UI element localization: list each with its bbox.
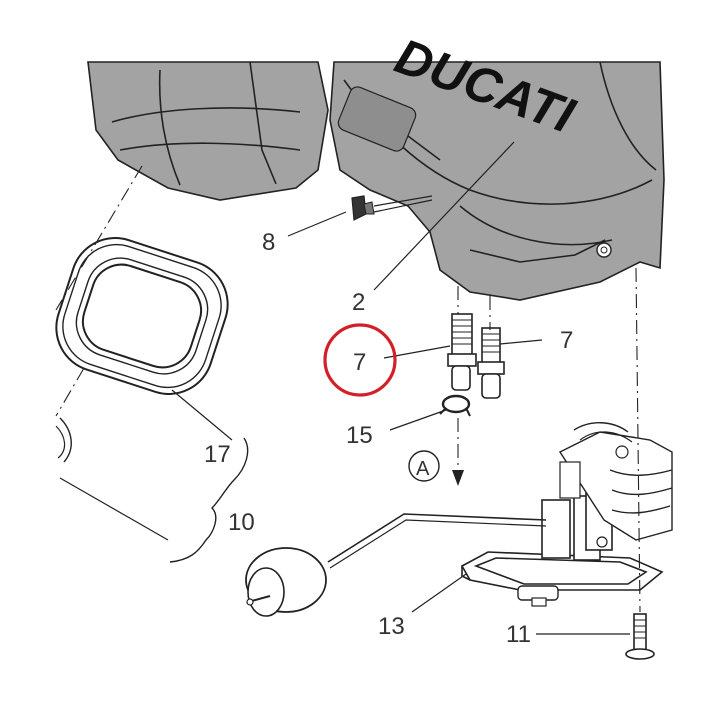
assembly-axes [55, 165, 641, 613]
hose-clamp-15 [439, 394, 471, 417]
bolt-11 [625, 613, 655, 660]
callout-7: 7 [560, 327, 573, 354]
fitting-7-right [477, 327, 505, 399]
callout-15: 15 [346, 422, 373, 449]
view-a-arrow [452, 470, 464, 486]
tank-left-half [87, 61, 329, 201]
fuel-pump-assembly [245, 422, 673, 617]
callout-8: 8 [262, 229, 275, 256]
callout-17: 17 [204, 441, 231, 468]
screw-8 [351, 195, 433, 221]
view-a-label: A [416, 458, 430, 480]
fitting-7-left [447, 313, 477, 391]
highlight-circle [323, 323, 397, 397]
callout-11: 11 [506, 621, 531, 648]
callout-10: 10 [228, 509, 255, 536]
tank-gasket [55, 237, 229, 395]
callout-2: 2 [352, 289, 365, 316]
callout-13: 13 [378, 613, 405, 640]
brace-10 [169, 437, 249, 563]
fuel-tank [87, 61, 665, 301]
callout-7-highlighted: 7 [353, 349, 366, 376]
leader-lines [59, 141, 630, 635]
view-a-circle [408, 450, 440, 482]
partial-part-left [55, 417, 72, 463]
